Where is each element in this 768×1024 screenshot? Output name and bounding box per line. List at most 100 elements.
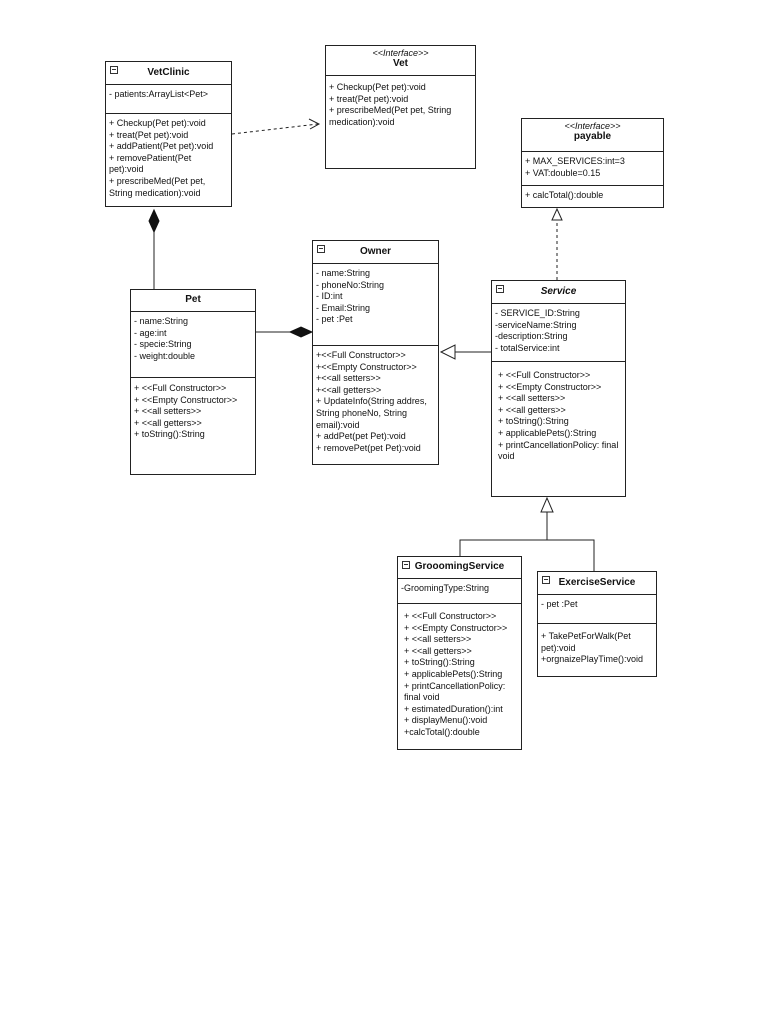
method: +<<all getters>>	[316, 384, 382, 395]
methods-section: + TakePetForWalk(Pet pet):void +orgnaize…	[538, 624, 656, 669]
class-name: Service	[540, 286, 577, 297]
method: + Checkup(Pet pet):void	[329, 82, 426, 92]
method: + <<Full Constructor>>	[404, 611, 497, 621]
class-grooming-service[interactable]: GrooomingService -GroomingType:String + …	[397, 556, 522, 750]
generalization-subclasses-service	[459, 539, 595, 571]
attributes-section: - name:String - phoneNo:String - ID:int …	[313, 264, 438, 346]
method: + treat(Pet pet):void	[329, 93, 409, 104]
attribute: - specie:String	[134, 339, 192, 350]
method: + <<Full Constructor>>	[498, 370, 591, 380]
method: + <<all setters>>	[404, 634, 472, 645]
method: + printCancellationPolicy: final void	[498, 439, 621, 462]
realization-vetclinic-vet	[231, 123, 319, 135]
interface-vet[interactable]: <<Interface>> Vet + Checkup(Pet pet):voi…	[325, 45, 476, 169]
method: + <<all setters>>	[498, 393, 566, 404]
collapse-icon[interactable]	[110, 66, 118, 74]
stereotype: <<Interface>>	[564, 121, 621, 131]
method: + addPatient(Pet pet):void	[109, 141, 214, 152]
attributes-section: - SERVICE_ID:String -serviceName:String …	[492, 304, 625, 362]
attribute: - weight:double	[134, 350, 196, 361]
class-header: Service	[492, 281, 625, 304]
class-name: GrooomingService	[414, 561, 505, 572]
attribute: - ID:int	[316, 291, 343, 302]
class-header: VetClinic	[106, 62, 231, 85]
method: +<<Empty Constructor>>	[316, 361, 417, 372]
method: + estimatedDuration():int	[404, 703, 503, 714]
attribute: - SERVICE_ID:String	[495, 308, 580, 318]
arrowhead-vet	[308, 118, 321, 130]
interface-payable[interactable]: <<Interface>> payable + MAX_SERVICES:int…	[521, 118, 664, 208]
method: + applicablePets():String	[498, 427, 597, 438]
method: + <<Empty Constructor>>	[134, 394, 238, 405]
methods-section: + Checkup(Pet pet):void + treat(Pet pet)…	[326, 76, 475, 131]
collapse-icon[interactable]	[496, 285, 504, 293]
method: + <<all setters>>	[134, 406, 202, 417]
methods-section: + <<Full Constructor>> + <<Empty Constru…	[131, 378, 255, 444]
generalization-triangle-owner	[439, 344, 456, 360]
class-owner[interactable]: Owner - name:String - phoneNo:String - I…	[312, 240, 439, 465]
method: +orgnaizePlayTime():void	[541, 654, 643, 665]
class-name: VetClinic	[147, 67, 190, 78]
class-name: ExerciseService	[558, 577, 636, 588]
class-pet[interactable]: Pet - name:String - age:int - specie:Str…	[130, 289, 256, 475]
method: + <<Full Constructor>>	[134, 383, 227, 393]
method: +<<Full Constructor>>	[316, 350, 406, 360]
collapse-icon[interactable]	[542, 576, 550, 584]
attributes-section: -GroomingType:String	[398, 579, 521, 604]
attribute: - pet :Pet	[316, 314, 353, 325]
attribute: - patients:ArrayList<Pet>	[109, 89, 209, 99]
method: + toString():String	[498, 416, 569, 427]
method: + <<Empty Constructor>>	[404, 622, 508, 633]
class-exercise-service[interactable]: ExerciseService - pet :Pet + TakePetForW…	[537, 571, 657, 677]
attribute: - phoneNo:String	[316, 279, 385, 290]
class-name: Pet	[185, 294, 201, 305]
method: + prescribeMed(Pet pet, String medicatio…	[329, 105, 454, 127]
method: + removePatient(Pet pet):void	[109, 152, 194, 175]
attribute: - totalService:int	[495, 342, 560, 353]
attribute: -description:String	[495, 331, 568, 342]
attribute: -GroomingType:String	[401, 583, 490, 593]
collapse-icon[interactable]	[317, 245, 325, 253]
attributes-section: - pet :Pet	[538, 595, 656, 624]
method: + displayMenu():void	[404, 715, 488, 726]
attribute: - pet :Pet	[541, 599, 578, 609]
method: + toString():String	[134, 429, 205, 440]
stereotype: <<Interface>>	[372, 48, 429, 58]
class-service[interactable]: Service - SERVICE_ID:String -serviceName…	[491, 280, 626, 497]
method: + addPet(pet Pet):void	[316, 431, 406, 442]
attribute: -serviceName:String	[495, 319, 577, 330]
collapse-icon[interactable]	[402, 561, 410, 569]
method: + TakePetForWalk(Pet pet):void	[541, 631, 634, 653]
method: + UpdateInfo(String addres, String phone…	[316, 396, 430, 430]
generalization-triangle-service	[540, 496, 554, 513]
attribute: - age:int	[134, 327, 167, 338]
methods-section: +<<Full Constructor>> +<<Empty Construct…	[313, 346, 438, 457]
attribute: + MAX_SERVICES:int=3	[525, 156, 625, 166]
class-name: payable	[573, 131, 612, 142]
class-name: Vet	[392, 58, 408, 69]
composition-diamond-owner	[288, 326, 314, 338]
methods-section: + Checkup(Pet pet):void + treat(Pet pet)…	[106, 114, 231, 202]
method: + toString():String	[404, 657, 475, 668]
class-header: GrooomingService	[398, 557, 521, 579]
class-header: Pet	[131, 290, 255, 312]
method: + <<Empty Constructor>>	[498, 381, 602, 392]
attribute: - Email:String	[316, 302, 371, 313]
method: + prescribeMed(Pet pet, String medicatio…	[109, 175, 208, 198]
interface-header: <<Interface>> Vet	[326, 46, 475, 76]
class-header: ExerciseService	[538, 572, 656, 595]
method: + treat(Pet pet):void	[109, 129, 189, 140]
method: + removePet(pet Pet):void	[316, 442, 421, 453]
method: +<<all setters>>	[316, 373, 381, 384]
method: + <<all getters>>	[134, 417, 202, 428]
methods-section: + <<Full Constructor>> + <<Empty Constru…	[398, 604, 521, 742]
attributes-section: - name:String - age:int - specie:String …	[131, 312, 255, 378]
attribute: - name:String	[134, 316, 189, 326]
method: + <<all getters>>	[498, 404, 566, 415]
methods-section: + calcTotal():double	[522, 186, 663, 205]
realization-triangle-payable	[551, 207, 563, 221]
class-vetclinic[interactable]: VetClinic - patients:ArrayList<Pet> + Ch…	[105, 61, 232, 207]
attributes-section: + MAX_SERVICES:int=3 + VAT:double=0.15	[522, 152, 663, 186]
attribute: + VAT:double=0.15	[525, 167, 601, 178]
